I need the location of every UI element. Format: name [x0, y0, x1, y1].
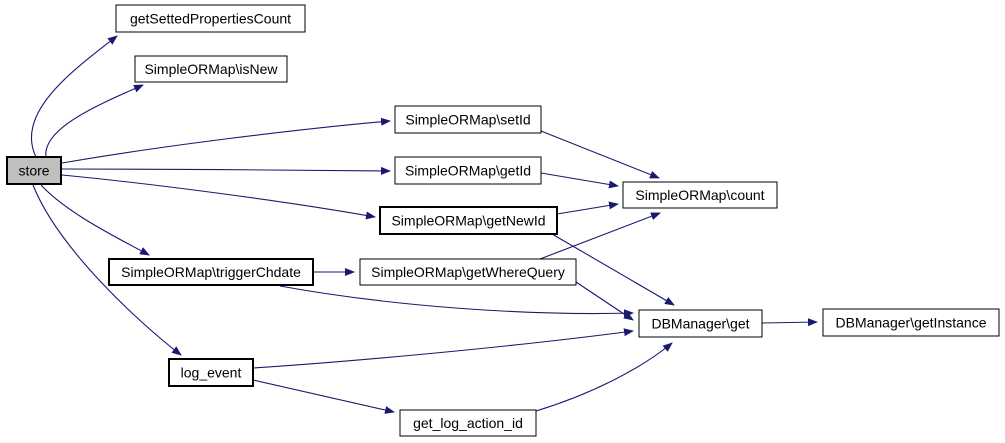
node-box: [108, 258, 314, 286]
node-box: [134, 55, 288, 83]
edge-triggerChdate-to-DBManager_get: [279, 285, 634, 318]
edge-setId-to-count: [540, 130, 660, 179]
node-label: store: [18, 163, 49, 179]
edge-getWhereQuery-to-DBManager_get: [575, 281, 634, 321]
node-label: getSettedPropertiesCount: [130, 11, 291, 27]
node-getWhereQuery[interactable]: SimpleORMap\getWhereQuery: [359, 258, 577, 286]
node-box: [638, 309, 763, 338]
node-box: [399, 409, 537, 437]
node-isNew[interactable]: SimpleORMap\isNew: [134, 55, 288, 83]
node-box: [394, 105, 542, 134]
node-label: DBManager\get: [651, 316, 749, 332]
node-DBManager_get[interactable]: DBManager\get: [638, 309, 763, 338]
edge-log_event-to-DBManager_get: [252, 328, 634, 369]
node-getId[interactable]: SimpleORMap\getId: [394, 156, 542, 185]
node-box: [168, 358, 254, 387]
node-box: [822, 308, 1000, 337]
node-label: DBManager\getInstance: [836, 315, 987, 331]
node-box: [6, 156, 62, 185]
edge-store-to-getSettedPropertiesCount: [30, 35, 118, 158]
node-box: [359, 258, 577, 286]
node-label: SimpleORMap\isNew: [144, 61, 278, 77]
node-box: [622, 181, 778, 209]
edge-store-to-getNewId: [61, 174, 376, 220]
edge-store-to-triggerChdate: [40, 184, 150, 256]
node-label: log_event: [181, 365, 242, 381]
node-store: store: [6, 156, 62, 185]
edge-log_event-to-get_log_action_id: [252, 379, 395, 414]
node-get_log_action_id[interactable]: get_log_action_id: [399, 409, 537, 437]
node-box: [394, 156, 542, 185]
node-DBManager_getInstance[interactable]: DBManager\getInstance: [822, 308, 1000, 337]
node-box: [115, 4, 306, 33]
node-box: [379, 206, 558, 235]
edge-get_log_action_id-to-DBManager_get: [535, 342, 673, 412]
edge-store-to-isNew: [45, 84, 144, 158]
node-label: SimpleORMap\setId: [405, 112, 530, 128]
edge-getWhereQuery-to-count: [539, 212, 661, 260]
node-getNewId[interactable]: SimpleORMap\getNewId: [379, 206, 558, 235]
node-getSettedPropertiesCount[interactable]: getSettedPropertiesCount: [115, 4, 306, 33]
edge-getNewId-to-count: [556, 201, 619, 215]
node-triggerChdate[interactable]: SimpleORMap\triggerChdate: [108, 258, 314, 286]
node-label: SimpleORMap\getNewId: [391, 213, 545, 229]
node-log_event[interactable]: log_event: [168, 358, 254, 387]
edge-store-to-setId: [61, 117, 391, 164]
node-label: SimpleORMap\count: [635, 187, 764, 203]
edge-getNewId-to-DBManager_get: [551, 233, 675, 306]
node-count[interactable]: SimpleORMap\count: [622, 181, 778, 209]
node-label: SimpleORMap\getId: [405, 163, 531, 179]
node-label: get_log_action_id: [413, 415, 523, 431]
edge-DBManager_get-to-DBManager_getInstance: [761, 318, 818, 327]
edge-store-to-getId: [61, 166, 391, 175]
node-label: SimpleORMap\triggerChdate: [121, 264, 301, 280]
node-label: SimpleORMap\getWhereQuery: [371, 264, 565, 280]
edge-getId-to-count: [540, 172, 619, 189]
edge-store-to-log_event: [32, 184, 182, 356]
node-setId[interactable]: SimpleORMap\setId: [394, 105, 542, 134]
